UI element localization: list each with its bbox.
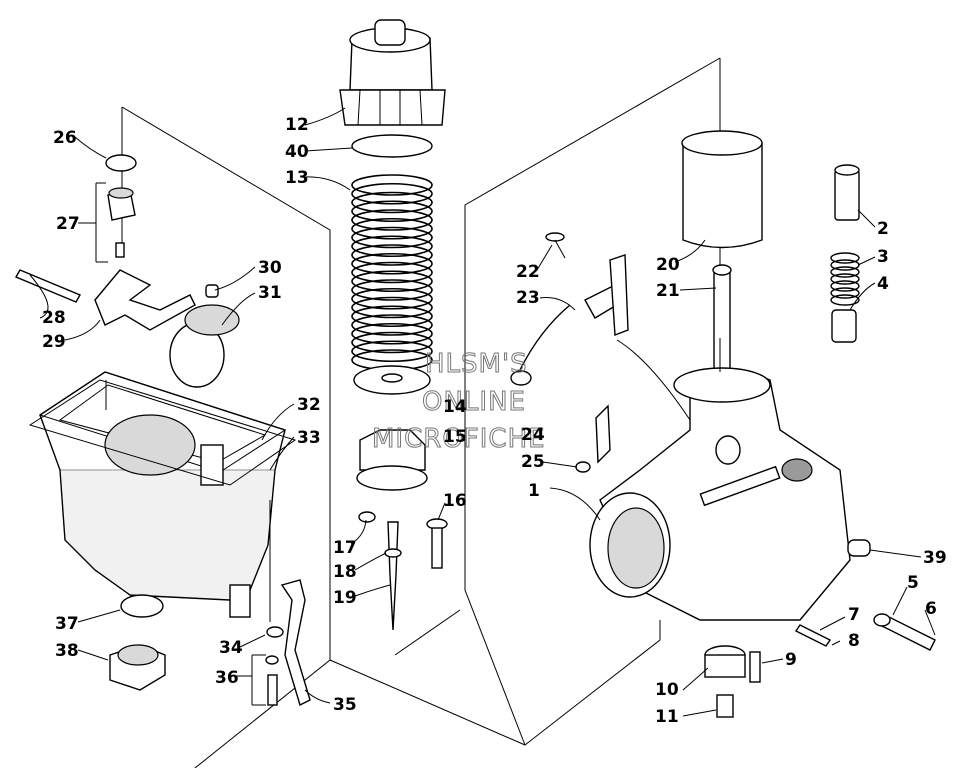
callout-12: 12 xyxy=(285,115,309,135)
callout-33: 33 xyxy=(297,428,321,448)
throttle-spring xyxy=(351,174,433,371)
callout-35: 35 xyxy=(333,695,357,715)
top-gasket xyxy=(351,134,433,158)
callout-30: 30 xyxy=(258,258,282,278)
callout-25: 25 xyxy=(521,452,545,472)
callout-23: 23 xyxy=(516,288,540,308)
callout-28: 28 xyxy=(42,308,66,328)
callout-31: 31 xyxy=(258,283,282,303)
float-bowl xyxy=(38,371,287,618)
callout-10: 10 xyxy=(655,680,679,700)
needle-valve-seat xyxy=(107,187,136,258)
callout-36: 36 xyxy=(215,668,239,688)
callout-22: 22 xyxy=(516,262,540,282)
callout-11: 11 xyxy=(655,707,679,727)
mixing-chamber-top xyxy=(339,19,446,126)
callout-16: 16 xyxy=(443,491,467,511)
screw-16 xyxy=(426,518,448,569)
needle-retainer xyxy=(356,429,428,491)
callout-29: 29 xyxy=(42,332,66,352)
cap-39 xyxy=(847,539,871,557)
watermark-line2: ONLINE xyxy=(422,387,526,417)
callout-2: 2 xyxy=(877,219,889,239)
carburetor-body xyxy=(589,367,851,621)
callout-8: 8 xyxy=(848,631,860,651)
left-panel-outline xyxy=(121,106,331,768)
callout-26: 26 xyxy=(53,128,77,148)
callout-18: 18 xyxy=(333,562,357,582)
drain-hose xyxy=(280,579,311,706)
callout-4: 4 xyxy=(877,274,889,294)
callout-32: 32 xyxy=(297,395,321,415)
hose-clamp-and-screw xyxy=(265,500,284,706)
callout-17: 17 xyxy=(333,538,357,558)
drain-o-ring xyxy=(120,594,164,618)
float-pin-cap xyxy=(205,284,219,298)
air-screw-assembly xyxy=(794,613,936,651)
spring-3 xyxy=(830,252,860,306)
callout-15: 15 xyxy=(443,427,467,447)
float xyxy=(169,304,240,388)
callout-34: 34 xyxy=(219,638,243,658)
callout-24: 24 xyxy=(521,425,545,445)
callout-40: 40 xyxy=(285,142,309,162)
watermark-line3: MICROFICHE xyxy=(372,424,546,454)
float-pin xyxy=(14,269,82,303)
throttle-cable-bracket xyxy=(510,232,629,386)
spring-seat xyxy=(353,365,431,395)
watermark: HLSM'S ONLINE MICROFICHE xyxy=(372,349,546,455)
drain-plug xyxy=(109,644,166,691)
callout-5: 5 xyxy=(907,573,919,593)
seat-o-ring xyxy=(105,154,137,172)
callout-13: 13 xyxy=(285,168,309,188)
main-jet-parts xyxy=(704,645,761,718)
callout-19: 19 xyxy=(333,588,357,608)
callout-9: 9 xyxy=(785,650,797,670)
float-arm xyxy=(94,269,196,331)
callout-20: 20 xyxy=(656,255,680,275)
callout-1: 1 xyxy=(528,481,540,501)
callout-38: 38 xyxy=(55,641,79,661)
float-bowl-gasket xyxy=(28,379,297,486)
watermark-line1: HLSM'S xyxy=(425,349,528,379)
center-divider-lines xyxy=(329,609,526,746)
throttle-slide xyxy=(681,130,763,249)
slide-shaft xyxy=(712,264,732,371)
jet-needle xyxy=(358,511,402,631)
callout-39: 39 xyxy=(923,548,947,568)
pilot-jet-holder xyxy=(831,309,857,343)
callout-14: 14 xyxy=(443,397,467,417)
callout-7: 7 xyxy=(848,605,860,625)
callout-labels: 1 2 3 4 5 6 7 8 9 10 11 12 13 14 15 16 1… xyxy=(42,115,947,727)
callout-6: 6 xyxy=(925,599,937,619)
callout-3: 3 xyxy=(877,247,889,267)
callout-27: 27 xyxy=(56,214,80,234)
idle-adjuster xyxy=(834,164,860,221)
leader-lines xyxy=(29,107,936,717)
callout-37: 37 xyxy=(55,614,79,634)
choke-lever xyxy=(575,404,611,473)
callout-21: 21 xyxy=(656,281,680,301)
